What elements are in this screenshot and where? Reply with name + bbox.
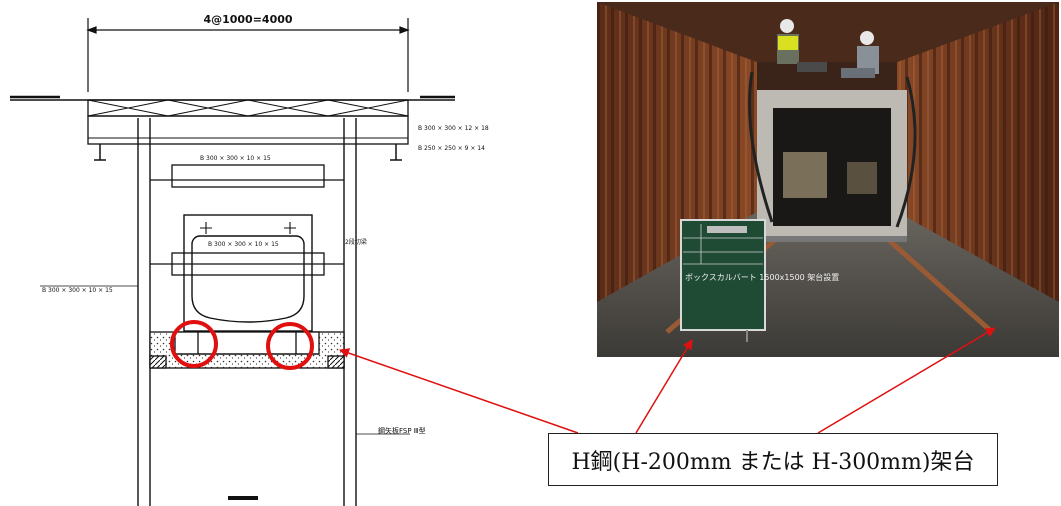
bottom-label-mark [228,496,258,500]
site-board: ボックスカルバート 1500x1500 架台設置 [680,219,839,342]
note-top-right-2: B 250 × 250 × 9 × 14 [418,145,485,152]
span-dimension-label: 4@1000=4000 [203,13,292,26]
note-upper-strut: B 300 × 300 × 10 × 15 [200,155,271,162]
worker-figures [777,19,879,78]
photo-illustration: ボックスカルバート 1500x1500 架台設置 [597,2,1059,357]
sheet-pile-walls [137,118,357,506]
note-side-label: 2段切梁 [345,238,367,246]
cross-section-drawing: 4@1000=4000 [10,13,489,506]
note-left-waler: B 300 × 300 × 10 × 15 [42,287,113,294]
walers [40,164,344,287]
site-photo: ボックスカルバート 1500x1500 架台設置 [597,2,1059,357]
note-inner-strut: B 300 × 300 × 10 × 15 [208,241,279,248]
callout-text: H鋼(H-200mm または H-300mm)架台 [571,449,975,475]
span-dimension [86,18,410,92]
note-top-right-1: B 300 × 300 × 12 × 18 [418,125,489,132]
deck-truss [87,99,409,161]
board-text: ボックスカルバート 1500x1500 架台設置 [685,272,839,282]
box-culvert [183,214,313,332]
cradle-base [149,331,345,369]
callout-box: H鋼(H-200mm または H-300mm)架台 [548,433,998,486]
